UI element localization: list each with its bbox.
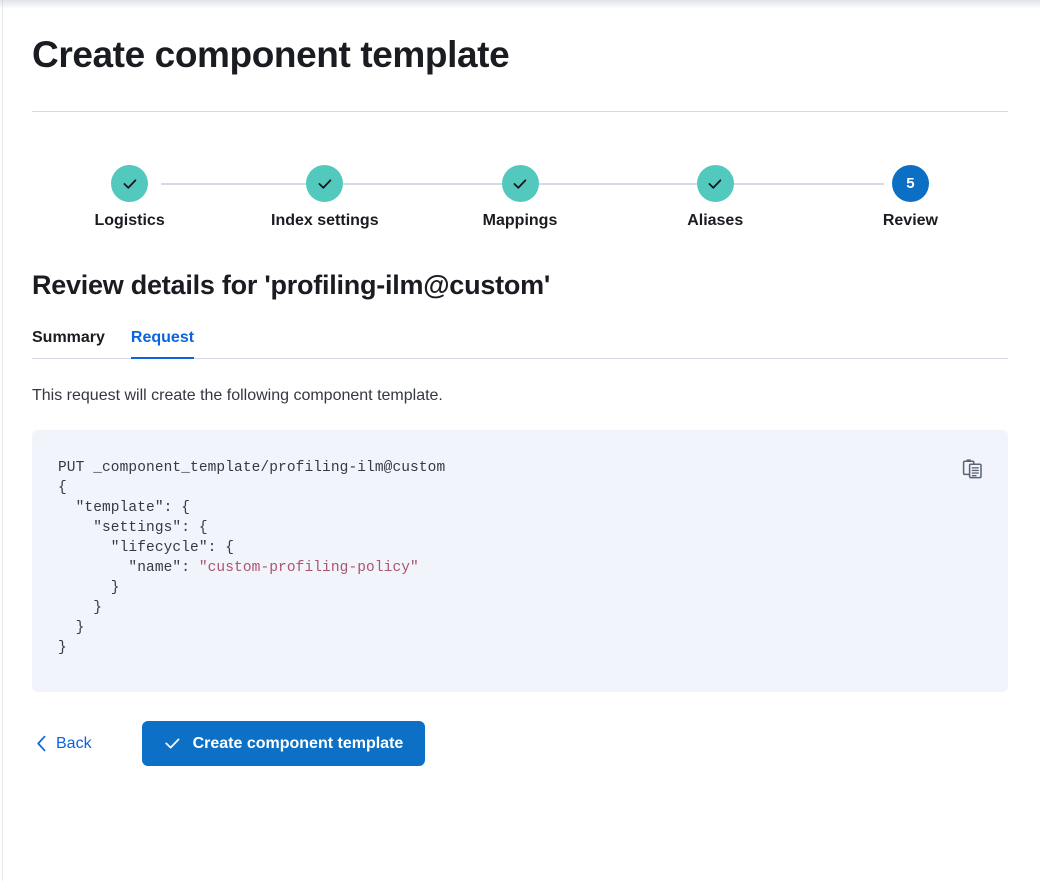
code-string-value: "custom-profiling-policy" [198,560,419,576]
back-button-label: Back [56,734,92,752]
stepper-step-aliases[interactable]: Aliases [618,165,813,230]
review-tabs: Summary Request [32,329,1008,359]
review-section-title: Review details for 'profiling-ilm@custom… [32,270,550,300]
stepper-step-label: Index settings [271,212,379,229]
step-complete-check-icon [696,165,734,202]
tab-request[interactable]: Request [130,329,195,359]
stepper-step-label: Review [882,212,938,229]
stepper-step-label: Aliases [687,212,744,229]
request-description: This request will create the following c… [32,387,443,404]
create-component-template-button-label: Create component template [192,734,404,752]
title-divider [32,111,1008,112]
page-left-edge [2,0,3,881]
tab-summary[interactable]: Summary [32,329,105,358]
chevron-left-icon [36,735,47,752]
page-title: Create component template [32,34,510,75]
copy-clipboard-icon[interactable] [958,454,986,482]
step-number-badge: 5 [891,165,929,202]
stepper-step-mappings[interactable]: Mappings [422,165,617,230]
back-button[interactable]: Back [32,729,96,759]
step-complete-check-icon [111,165,149,202]
request-code-panel: PUT _component_template/profiling-ilm@cu… [32,430,1008,692]
stepper-step-label: Logistics [94,212,165,229]
wizard-actions: Back Create component template [32,721,1008,766]
request-code-block: PUT _component_template/profiling-ilm@cu… [58,460,446,656]
step-complete-check-icon [501,165,539,202]
stepper-step-index-settings[interactable]: Index settings [227,165,422,230]
check-icon [164,735,181,752]
create-component-template-button[interactable]: Create component template [141,721,426,766]
stepper-step-logistics[interactable]: Logistics [32,165,227,230]
step-complete-check-icon [306,165,344,202]
stepper-step-label: Mappings [482,212,558,229]
